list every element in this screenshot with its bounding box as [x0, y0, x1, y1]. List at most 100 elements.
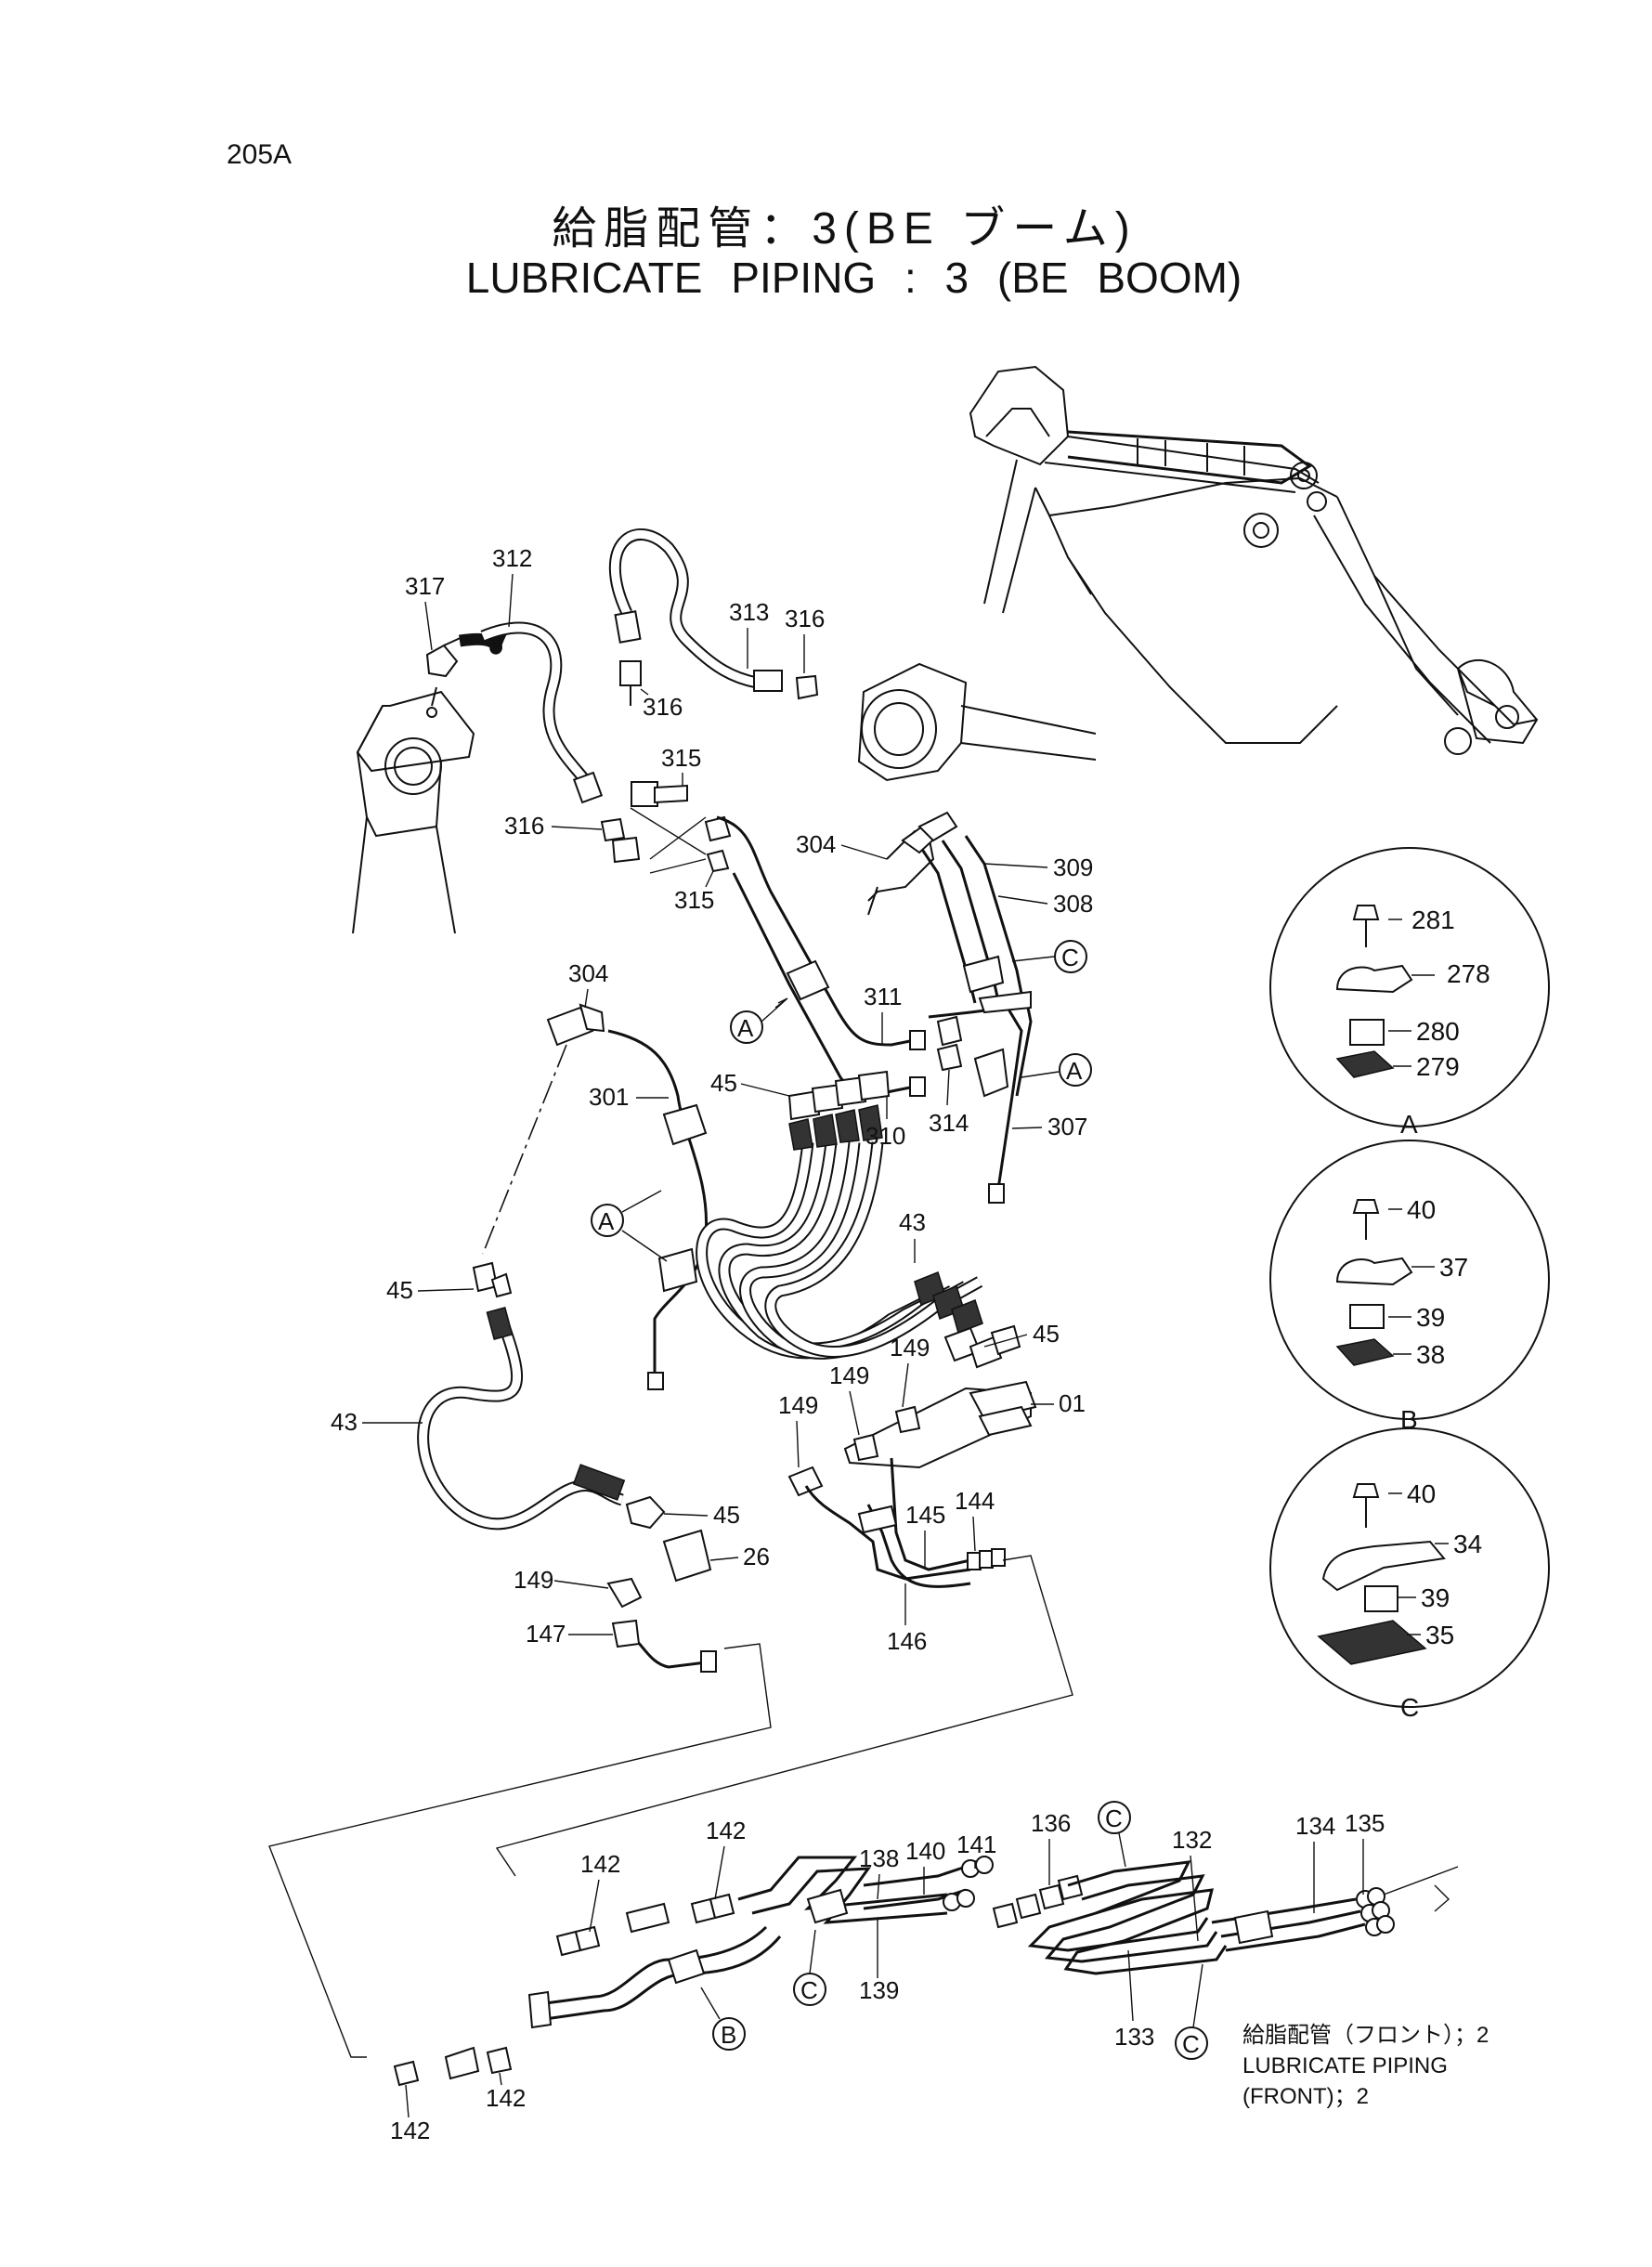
callout-307: 307: [1047, 1113, 1087, 1140]
lower-piping: [393, 1856, 1395, 2087]
detail-c-part-1: 40: [1407, 1479, 1436, 1508]
callout-142b: 142: [580, 1850, 620, 1878]
callout-140: 140: [905, 1837, 945, 1865]
detail-c: [1269, 1427, 1550, 1708]
callout-45c: 45: [386, 1276, 413, 1304]
hose-313: [608, 528, 783, 692]
detail-a-part-2: 278: [1447, 959, 1490, 988]
section-marker-c3: C: [1098, 1801, 1131, 1868]
callout-149a: 149: [890, 1334, 930, 1362]
hose-43-left: [417, 1261, 717, 1673]
title-english: LUBRICATE PIPING : 3 (BE BOOM): [465, 254, 1242, 302]
callout-142c: 142: [486, 2084, 526, 2112]
callout-43a: 43: [899, 1208, 926, 1236]
svg-text:A: A: [1066, 1057, 1083, 1085]
section-marker-c1: C: [1011, 940, 1087, 973]
detail-b-part-2: 37: [1439, 1253, 1468, 1282]
frame-lines: [268, 1555, 1459, 2058]
detail-b-callouts: 40 37 39 38 B: [1400, 1195, 1468, 1434]
detail-b-part-4: 38: [1416, 1340, 1445, 1369]
callout-136: 136: [1031, 1809, 1071, 1837]
callout-316c: 316: [504, 812, 544, 840]
section-marker-c4: C: [1175, 1963, 1208, 2060]
callout-132: 132: [1172, 1826, 1212, 1854]
detail-a-part-3: 280: [1416, 1017, 1460, 1046]
callout-308: 308: [1053, 890, 1093, 918]
callout-138: 138: [859, 1844, 899, 1872]
callout-26: 26: [743, 1543, 770, 1570]
pipe-311-310: [716, 815, 926, 1097]
svg-text:C: C: [1105, 1804, 1123, 1832]
reference-note: 給脂配管（フロント）；2 LUBRICATE PIPING (FRONT)；2: [1242, 2020, 1489, 2112]
callout-315b: 315: [674, 886, 714, 914]
svg-text:A: A: [737, 1014, 754, 1042]
callout-301: 301: [589, 1083, 629, 1111]
manifold-01: [787, 1380, 1037, 1588]
detail-a: [1269, 847, 1550, 1127]
svg-text:A: A: [598, 1207, 615, 1235]
callout-147: 147: [526, 1620, 566, 1648]
fittings-upper: [425, 635, 819, 873]
callout-141: 141: [956, 1831, 996, 1858]
svg-text:B: B: [721, 2021, 736, 2049]
callout-313: 313: [729, 598, 769, 626]
callout-45d: 45: [713, 1501, 740, 1529]
callout-142a: 142: [706, 1817, 746, 1844]
callout-314: 314: [929, 1109, 969, 1137]
callout-144: 144: [955, 1487, 995, 1515]
callout-134: 134: [1295, 1812, 1335, 1840]
boom-foot-left: [352, 690, 475, 934]
callout-146: 146: [887, 1627, 927, 1655]
detail-a-part-1: 281: [1411, 905, 1455, 934]
section-marker-b1: B: [700, 1987, 746, 2051]
callout-133: 133: [1114, 2023, 1154, 2051]
hose-bundle-43: [696, 1070, 1021, 1369]
callout-304b: 304: [568, 959, 608, 987]
detail-b-part-1: 40: [1407, 1195, 1436, 1224]
svg-text:C: C: [1061, 944, 1079, 971]
detail-c-callouts: 40 34 39 35 C: [1400, 1479, 1482, 1722]
detail-b: [1269, 1140, 1550, 1420]
callout-149d: 149: [514, 1566, 553, 1594]
callout-311: 311: [864, 983, 902, 1010]
callout-316b: 316: [643, 693, 683, 721]
callout-316a: 316: [785, 605, 825, 632]
leader-lines-upper: [630, 807, 707, 874]
detail-b-part-3: 39: [1416, 1303, 1445, 1332]
detail-a-part-4: 279: [1416, 1052, 1460, 1081]
callout-312: 312: [492, 544, 532, 572]
detail-c-part-4: 35: [1425, 1621, 1454, 1649]
callout-310: 310: [865, 1122, 905, 1150]
callout-135: 135: [1345, 1809, 1385, 1837]
callout-139: 139: [859, 1976, 899, 2004]
detail-c-part-3: 39: [1421, 1583, 1450, 1612]
detail-c-title: C: [1400, 1693, 1419, 1722]
callout-304a: 304: [796, 830, 836, 858]
detail-a-callouts: 281 278 280 279 A: [1400, 905, 1490, 1139]
section-marker-a1: A: [730, 997, 788, 1044]
svg-text:C: C: [1182, 2030, 1200, 2058]
callout-149b: 149: [829, 1362, 869, 1389]
section-marker-c2: C: [793, 1929, 826, 2006]
callout-45b: 45: [1033, 1320, 1060, 1348]
callout-43b: 43: [331, 1408, 358, 1436]
pipe-301: [482, 1003, 709, 1390]
part-callouts: 317 312 313 316 316 315 316 315 304 309 …: [331, 544, 1385, 2144]
reference-note-en2: (FRONT)；2: [1242, 2084, 1369, 2109]
callout-45a: 45: [710, 1069, 737, 1097]
callout-01: 01: [1059, 1389, 1086, 1417]
callout-145: 145: [905, 1501, 945, 1529]
callout-309: 309: [1053, 853, 1093, 881]
hose-312: [459, 621, 604, 804]
callout-149c: 149: [778, 1391, 818, 1419]
title-japanese: 給脂配管：3(BE ブーム): [552, 204, 1138, 254]
section-marker-a3: A: [591, 1190, 668, 1262]
section-marker-a2: A: [1021, 1053, 1092, 1087]
detail-c-part-2: 34: [1453, 1530, 1482, 1558]
callout-317: 317: [405, 572, 445, 600]
pipe-309-308-307: [867, 811, 1033, 1204]
callout-315a: 315: [661, 744, 701, 772]
boom-cylinder-pivot: [857, 662, 1097, 782]
reference-note-en1: LUBRICATE PIPING: [1242, 2053, 1448, 2078]
